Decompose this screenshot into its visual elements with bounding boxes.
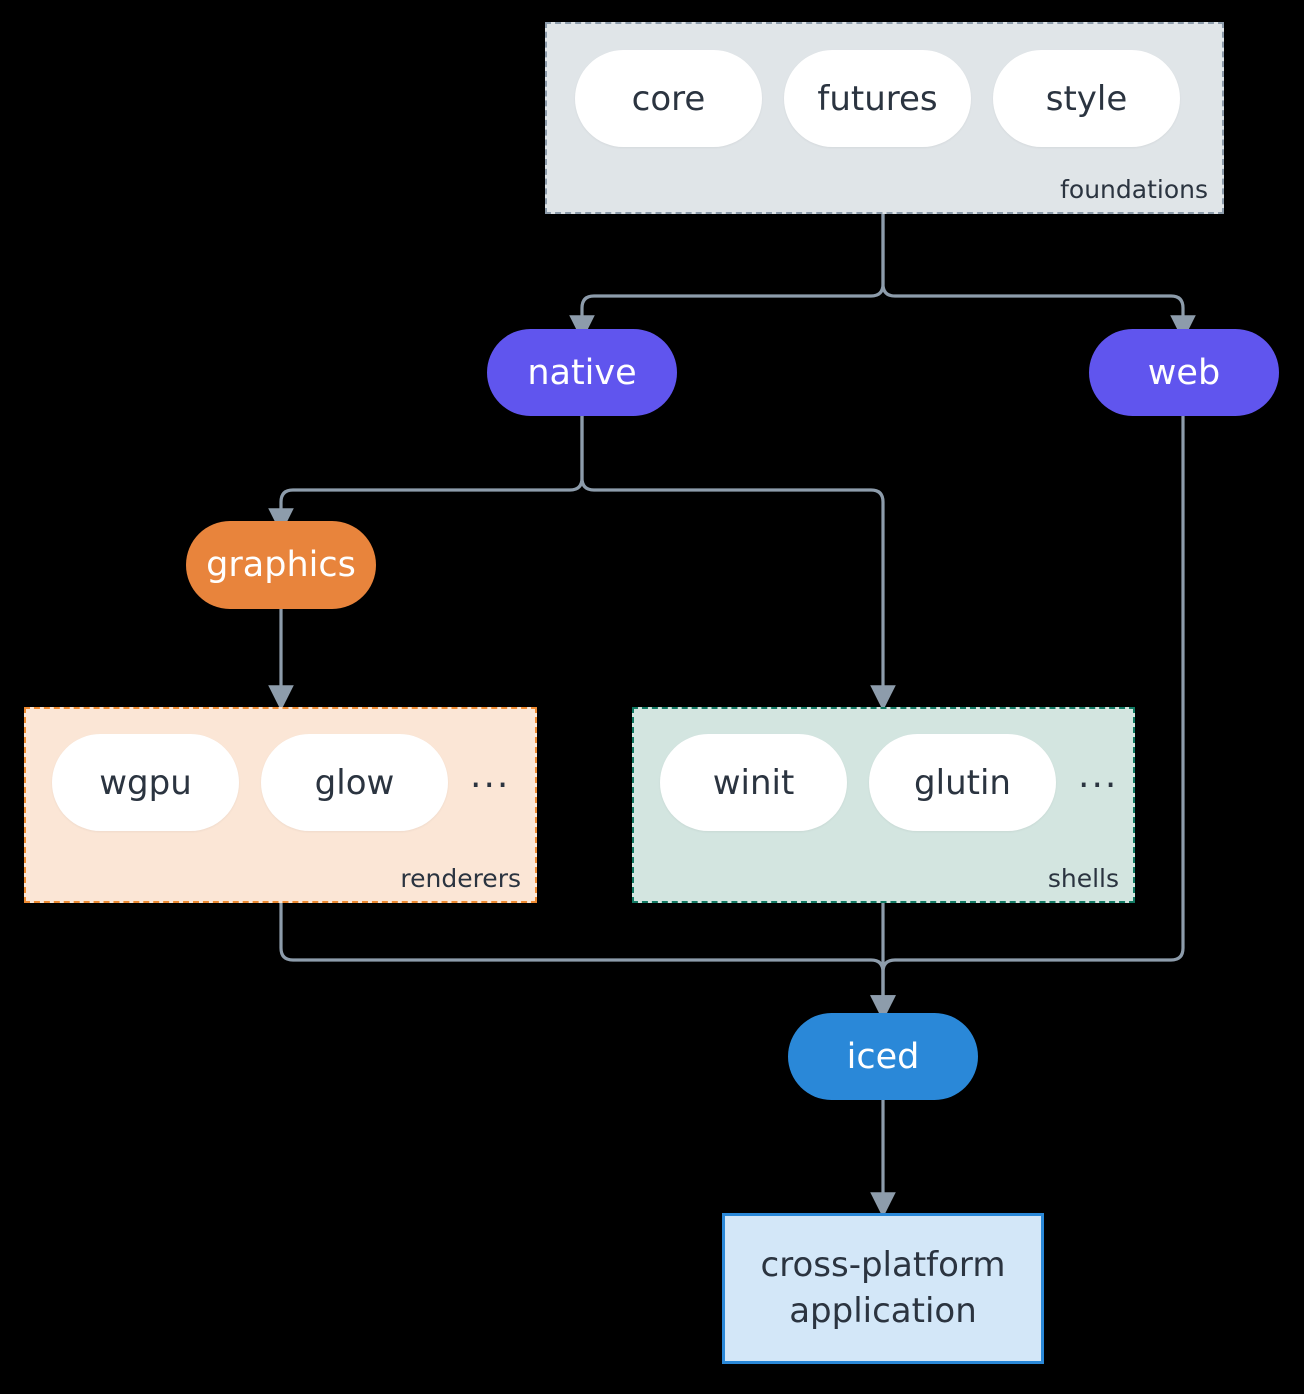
pill-winit[interactable]: winit <box>660 734 847 831</box>
application-line-2: application <box>789 1290 977 1331</box>
edge-foundations-to-native <box>569 212 885 341</box>
shells-ellipsis: ... <box>1078 754 1119 796</box>
edge-renderers-to-iced <box>279 901 896 1021</box>
pill-futures[interactable]: futures <box>784 50 971 147</box>
foundations-items: core futures style <box>575 50 1180 147</box>
node-iced[interactable]: iced <box>788 1013 978 1100</box>
cluster-label-renderers: renderers <box>400 864 521 893</box>
application-line-1: cross-platform <box>760 1244 1006 1285</box>
edge-native-to-shells <box>580 414 896 711</box>
edge-foundations-to-web <box>881 212 1196 341</box>
renderers-ellipsis: ... <box>470 754 511 796</box>
cluster-shells: winit glutin ... shells <box>632 707 1135 903</box>
cluster-label-foundations: foundations <box>1060 175 1208 204</box>
node-web[interactable]: web <box>1089 329 1279 416</box>
pill-glutin[interactable]: glutin <box>869 734 1056 831</box>
edge-native-to-graphics <box>268 414 584 534</box>
node-native[interactable]: native <box>487 329 677 416</box>
node-cross-platform-application[interactable]: cross-platform application <box>722 1213 1044 1364</box>
shells-items: winit glutin ... <box>660 734 1118 831</box>
node-graphics[interactable]: graphics <box>186 521 376 609</box>
pill-core[interactable]: core <box>575 50 762 147</box>
pill-glow[interactable]: glow <box>261 734 448 831</box>
pill-wgpu[interactable]: wgpu <box>52 734 239 831</box>
pill-style[interactable]: style <box>993 50 1180 147</box>
renderers-items: wgpu glow ... <box>52 734 510 831</box>
cluster-foundations: core futures style foundations <box>545 22 1224 214</box>
cluster-label-shells: shells <box>1047 864 1119 893</box>
cluster-renderers: wgpu glow ... renderers <box>24 707 537 903</box>
